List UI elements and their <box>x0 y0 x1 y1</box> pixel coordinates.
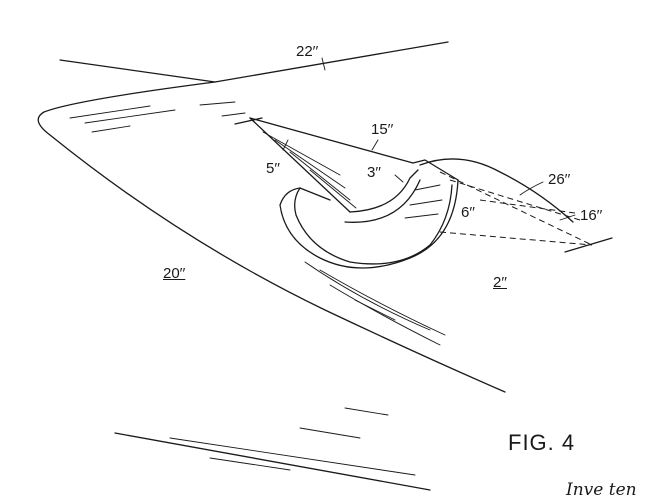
flow-end-mark <box>564 237 613 253</box>
leader-15 <box>371 139 379 151</box>
cone-hatch <box>262 131 341 176</box>
ring-back <box>344 179 421 223</box>
ring-top <box>412 159 459 181</box>
shadow-streak <box>354 299 396 321</box>
figure-caption: FIG. 4 <box>508 430 576 455</box>
leader-26 <box>519 181 544 196</box>
cone-hatch <box>289 151 351 201</box>
scoop-top-curve <box>419 158 574 223</box>
cone-upper-edge <box>249 117 414 164</box>
lower-hatch <box>344 407 389 416</box>
hatch-line <box>221 112 246 117</box>
scoop-hatch <box>414 184 441 191</box>
lower-hatch <box>209 457 291 471</box>
leader-16 <box>559 214 576 221</box>
leader-5 <box>282 139 289 151</box>
hatch-line <box>199 101 236 106</box>
dashed-flow-line <box>479 199 576 214</box>
leader-3 <box>394 174 404 183</box>
label-3: 3′′ <box>367 164 381 181</box>
lower-hatch <box>169 437 416 476</box>
upper-surface-line <box>59 41 449 83</box>
lower-edge-line <box>114 432 431 491</box>
leader-22 <box>321 57 326 71</box>
shadow-streak <box>319 269 446 336</box>
scoop-hatch <box>409 199 443 206</box>
scoop-hatch <box>404 213 439 219</box>
label-20: 20′′ <box>163 265 186 282</box>
dashed-flow-line <box>439 171 593 246</box>
hatch-line <box>69 105 151 119</box>
label-22: 22′′ <box>296 43 319 60</box>
corner-handwriting: Inve ten <box>566 480 637 500</box>
label-2: 2′′ <box>493 274 507 291</box>
dashed-flow-line <box>439 231 593 246</box>
scoop-lip <box>299 187 331 201</box>
shadow-streak <box>304 261 431 331</box>
hatch-line <box>84 109 176 124</box>
ring-front <box>349 169 419 213</box>
cone-hatch <box>274 139 346 189</box>
dashed-flow-line <box>449 179 581 221</box>
label-5: 5′′ <box>266 160 280 177</box>
label-16: 16′′ <box>580 207 603 224</box>
leading-edge-outline <box>37 81 506 393</box>
cone-tip-mark <box>234 117 263 125</box>
label-6: 6′′ <box>461 204 475 221</box>
label-26: 26′′ <box>548 171 571 188</box>
hatch-line <box>91 125 131 133</box>
cone-hatch <box>309 169 357 209</box>
lower-hatch <box>299 427 361 439</box>
shadow-streak <box>329 284 441 346</box>
scoop-inner-curve <box>294 184 453 265</box>
scoop-outer-curve <box>279 179 459 269</box>
label-15: 15′′ <box>371 121 394 138</box>
